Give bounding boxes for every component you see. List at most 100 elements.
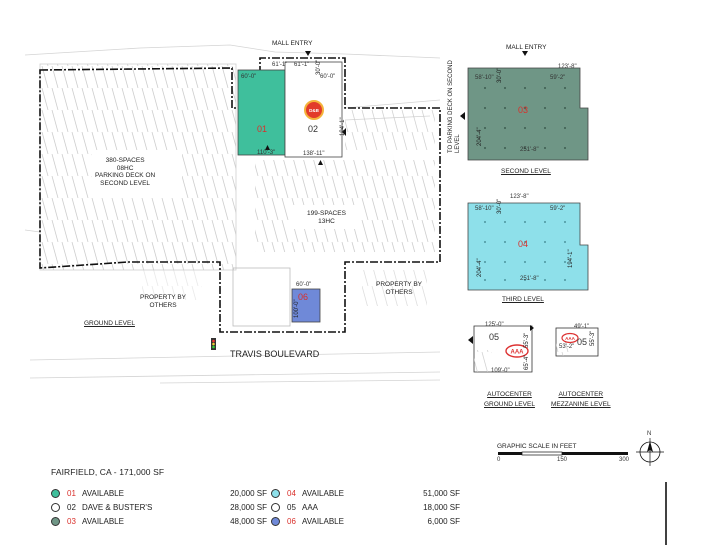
legend-swatch (271, 516, 280, 526)
third-level-label: THIRD LEVEL (502, 296, 544, 303)
legend-num: 02 (67, 502, 76, 512)
unit-06-number: 06 (298, 292, 309, 302)
dim-05-top: 125'-0" (485, 322, 504, 328)
unit-05-number: 05 (489, 332, 500, 342)
legend-num: 05 (287, 502, 296, 512)
legend-swatch (51, 488, 60, 498)
legend-swatch (51, 516, 60, 526)
graphic-scale-title: GRAPHIC SCALE IN FEET (497, 443, 577, 450)
legend-swatch (271, 502, 280, 512)
legend-name: AVAILABLE (82, 488, 124, 498)
legend-item-03[interactable]: 03 AVAILABLE 48,000 SF (51, 515, 267, 527)
scale-tick-150: 150 (557, 457, 568, 463)
legend-num: 01 (67, 488, 76, 498)
unit-03-number: 03 (518, 105, 529, 115)
autocenter-mezzanine-label: AUTOCENTER MEZZANINE LEVEL (551, 391, 611, 408)
legend-item-05[interactable]: 05 AAA 18,000 SF (271, 501, 460, 513)
context-linework (24, 44, 441, 384)
ground-level-label: GROUND LEVEL (84, 320, 135, 327)
legend-name: AVAILABLE (302, 516, 344, 526)
dim-04-side-left: 204'-4" (477, 258, 483, 277)
dim-03-bottom: 251'-8" (520, 147, 539, 153)
legend-item-02[interactable]: 02 DAVE & BUSTER'S 28,000 SF (51, 501, 267, 513)
second-level-label: SECOND LEVEL (501, 168, 551, 175)
parking-label-backdrop (92, 150, 182, 198)
legend-area: 6,000 SF (427, 516, 460, 526)
legend-swatch (51, 502, 60, 512)
dave-busters-logo (304, 100, 324, 120)
property-right-label: PROPERTY BY OTHERS (376, 281, 422, 296)
dim-03-top: 123'-8" (558, 64, 577, 70)
unit-04-number: 04 (518, 239, 529, 249)
legend-area: 48,000 SF (230, 516, 267, 526)
parking-deck-note: TO PARKING DECK ON SECOND LEVEL (448, 60, 461, 153)
graphic-scale-bar (498, 451, 628, 456)
legend-num: 06 (287, 516, 296, 526)
legend-item-06[interactable]: 06 AVAILABLE 6,000 SF (271, 515, 460, 527)
dim-02-top-b: 61'-1" (294, 62, 310, 68)
svg-text:D&B: D&B (309, 108, 319, 113)
unit-02-number: 02 (308, 124, 319, 134)
dim-05-right: 55'-3" (524, 332, 530, 348)
dim-05m-side: 55'-3" (590, 330, 596, 346)
legend-num: 03 (67, 516, 76, 526)
dim-02-bottom: 138'-11" (303, 151, 325, 157)
dim-03-side: 204'-4" (477, 127, 483, 146)
scale-tick-300: 300 (619, 457, 630, 463)
parking-middle-label: 199-SPACES 13HC (307, 210, 346, 225)
dim-04-side-right: 194'-1" (568, 249, 574, 268)
dim-06-side: 100'-0" (294, 299, 300, 318)
dim-03-right: 59'-2" (550, 75, 566, 81)
unit-05-mezzanine-number: 05 (577, 337, 588, 347)
north-label: N (647, 431, 652, 437)
unit-04-columns (484, 221, 566, 281)
dim-04-right: 59'-2" (550, 206, 566, 212)
dim-01-top: 60'-0" (241, 74, 257, 80)
dim-05m-top: 49'-1" (574, 324, 590, 330)
second-level-entry-label: MALL ENTRY (506, 44, 547, 51)
dim-03-left: 58'-10" (475, 75, 494, 81)
unit-06-shape[interactable] (291, 288, 321, 323)
legend-area: 20,000 SF (230, 488, 267, 498)
dim-04-left: 58'-10" (475, 206, 494, 212)
dim-05-right2: 65'-4" (524, 354, 530, 370)
legend-area: 51,000 SF (423, 488, 460, 498)
legend-num: 04 (287, 488, 296, 498)
property-left-label: PROPERTY BY OTHERS (140, 294, 186, 309)
dim-04-bottom: 251'-8" (520, 276, 539, 282)
svg-text:AAA: AAA (565, 336, 575, 341)
dim-05m-bottom: 53'-2" (559, 344, 575, 350)
aaa-logo-icon-mezzanine: AAA (561, 332, 579, 344)
dim-06-top: 60'-0" (296, 282, 312, 288)
legend-name: AVAILABLE (82, 516, 124, 526)
legend-item-01[interactable]: 01 AVAILABLE 20,000 SF (51, 487, 267, 499)
north-arrow-icon (636, 438, 664, 466)
unit-01-shape[interactable] (237, 69, 286, 156)
dim-04-mid: 30'-0" (497, 198, 503, 214)
street-label: TRAVIS BOULEVARD (230, 349, 320, 359)
dim-02-top-a: 61'-1" (272, 62, 288, 68)
svg-text:AAA: AAA (511, 350, 525, 356)
legend-area: 18,000 SF (423, 502, 460, 512)
aaa-logo-icon: AAA (505, 344, 529, 358)
dim-04-top: 123'-8" (510, 194, 529, 200)
legend-name: AAA (302, 502, 319, 512)
legend-area: 28,000 SF (230, 502, 267, 512)
unit-03-shape[interactable] (467, 67, 589, 161)
mall-entry-label: MALL ENTRY (272, 40, 313, 47)
traffic-signal-icon (211, 338, 216, 350)
autocenter-ground-label: AUTOCENTER GROUND LEVEL (484, 391, 535, 408)
dim-02-top-c: 60'-0" (320, 74, 336, 80)
dim-03-mid: 30'-0" (497, 67, 503, 83)
unit-01-number: 01 (257, 124, 268, 134)
legend-item-04[interactable]: 04 AVAILABLE 51,000 SF (271, 487, 460, 499)
legend-swatch (271, 488, 280, 498)
legend-name: AVAILABLE (302, 488, 344, 498)
unit-04-shape[interactable] (467, 202, 589, 291)
dim-05-bottom: 109'-0" (491, 368, 510, 374)
site-boundary (39, 57, 441, 333)
parking-left-label: 380-SPACES 08HC PARKING DECK ON SECOND L… (95, 157, 156, 187)
legend-name: DAVE & BUSTER'S (82, 502, 153, 512)
legend-title: FAIRFIELD, CA - 171,000 SF (51, 467, 165, 477)
